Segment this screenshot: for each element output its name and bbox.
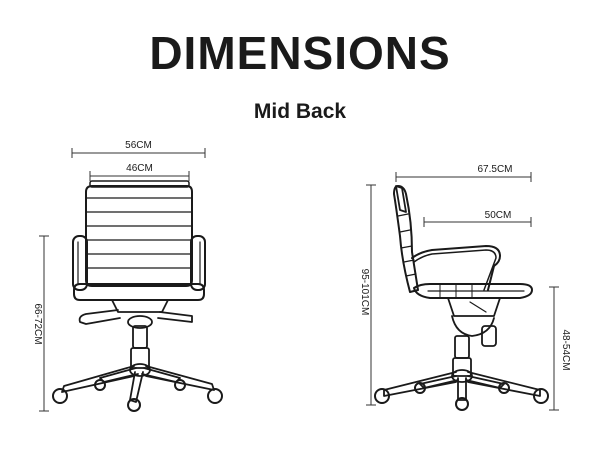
side-seat-depth-dimension: 50CM — [423, 210, 532, 227]
page-subtitle: Mid Back — [253, 100, 347, 123]
page-title: DIMENSIONS — [149, 27, 451, 79]
side-total-height-dimension: 95-101CM — [359, 184, 376, 406]
side-seat-height-label: 48-54CM — [560, 329, 571, 370]
front-overall-width-label: 56CM — [125, 140, 152, 151]
side-chair-illustration — [374, 185, 549, 411]
front-height-label: 66-72CM — [32, 303, 43, 344]
front-seat-width-label: 46CM — [126, 163, 153, 174]
side-total-height-label: 95-101CM — [359, 269, 370, 316]
side-overall-depth-dimension: 67.5CM — [395, 164, 532, 182]
front-height-dimension: 66-72CM — [32, 235, 49, 412]
front-view: 56CM 46CM 66-72CM — [32, 140, 223, 412]
front-overall-width-dimension: 56CM — [71, 140, 206, 158]
side-seat-height-dimension: 48-54CM — [549, 286, 571, 411]
front-seat-width-dimension: 46CM — [89, 163, 190, 181]
side-seat-depth-label: 50CM — [485, 210, 512, 221]
side-view: 67.5CM 50CM 95-101CM 48-54CM — [359, 164, 571, 411]
side-overall-depth-label: 67.5CM — [477, 164, 512, 175]
front-chair-illustration — [52, 180, 223, 412]
